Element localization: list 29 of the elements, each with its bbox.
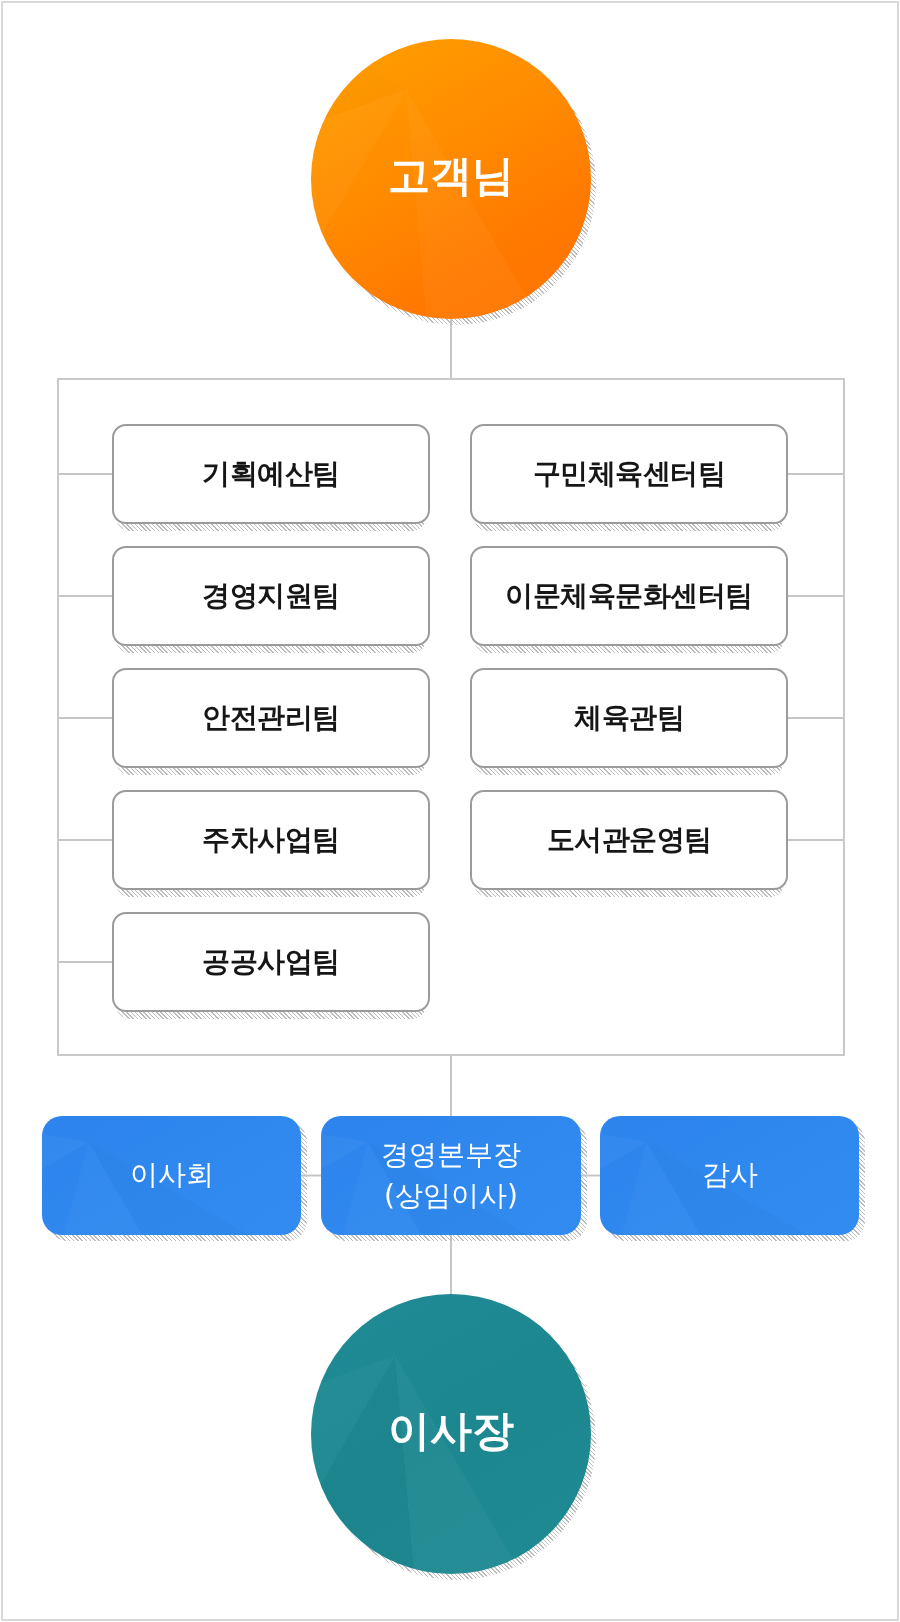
connector-line	[57, 839, 113, 841]
connector-line	[57, 717, 113, 719]
connector-line	[57, 961, 113, 963]
group-frame	[57, 378, 845, 1056]
connector-line	[450, 318, 452, 379]
connector-line	[787, 595, 845, 597]
team-box: 경영지원팀	[112, 546, 430, 646]
circle-node: 이사장	[311, 1294, 591, 1574]
team-box: 이문체육문화센터팀	[470, 546, 788, 646]
team-box: 구민체육센터팀	[470, 424, 788, 524]
team-box: 도서관운영팀	[470, 790, 788, 890]
connector-line	[787, 839, 845, 841]
circle-node: 고객님	[311, 39, 591, 319]
connector-line	[450, 1055, 452, 1117]
team-box: 안전관리팀	[112, 668, 430, 768]
role-box: 경영본부장 (상임이사)	[321, 1116, 581, 1235]
connector-line	[300, 1174, 322, 1177]
connector-line	[450, 1234, 452, 1295]
role-box: 감사	[600, 1116, 859, 1235]
connector-line	[580, 1174, 601, 1177]
team-box: 기획예산팀	[112, 424, 430, 524]
connector-line	[57, 473, 113, 475]
connector-line	[787, 473, 845, 475]
connector-line	[787, 717, 845, 719]
team-box: 공공사업팀	[112, 912, 430, 1012]
role-box: 이사회	[42, 1116, 301, 1235]
team-box: 체육관팀	[470, 668, 788, 768]
connector-line	[57, 595, 113, 597]
team-box: 주차사업팀	[112, 790, 430, 890]
